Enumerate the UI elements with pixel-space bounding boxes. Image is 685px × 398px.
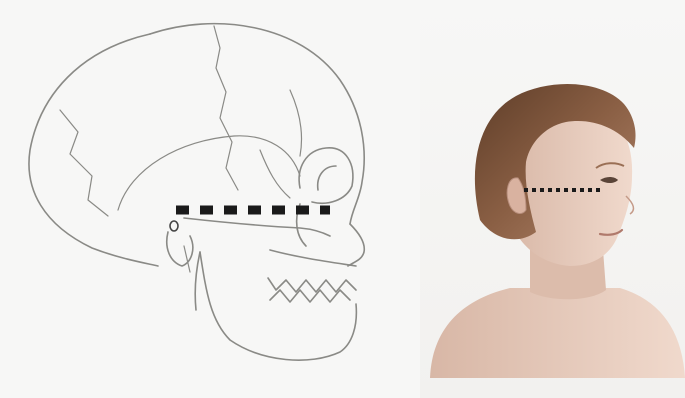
squamosal-suture [118, 136, 300, 210]
skull-drawing [0, 0, 400, 398]
mandible [200, 252, 356, 360]
mastoid [167, 232, 193, 266]
temporal-line [290, 90, 302, 156]
maxilla [270, 250, 356, 266]
cranium-back [29, 34, 158, 266]
orbit [299, 148, 353, 203]
child-profile-photo [420, 0, 685, 398]
ear-canal [170, 221, 178, 231]
coronal-suture [214, 26, 238, 190]
upper-teeth [268, 278, 356, 292]
lambdoid-suture [60, 110, 108, 216]
child-portrait [420, 0, 685, 398]
orbit-inner [318, 166, 336, 190]
face-profile [348, 224, 364, 266]
skull-illustration [0, 0, 400, 398]
sphenoid-line [260, 150, 290, 198]
zygomatic-arch [184, 218, 330, 236]
lower-teeth [270, 290, 350, 302]
mandible-ramus [195, 252, 200, 310]
cranium-outline [150, 24, 364, 224]
